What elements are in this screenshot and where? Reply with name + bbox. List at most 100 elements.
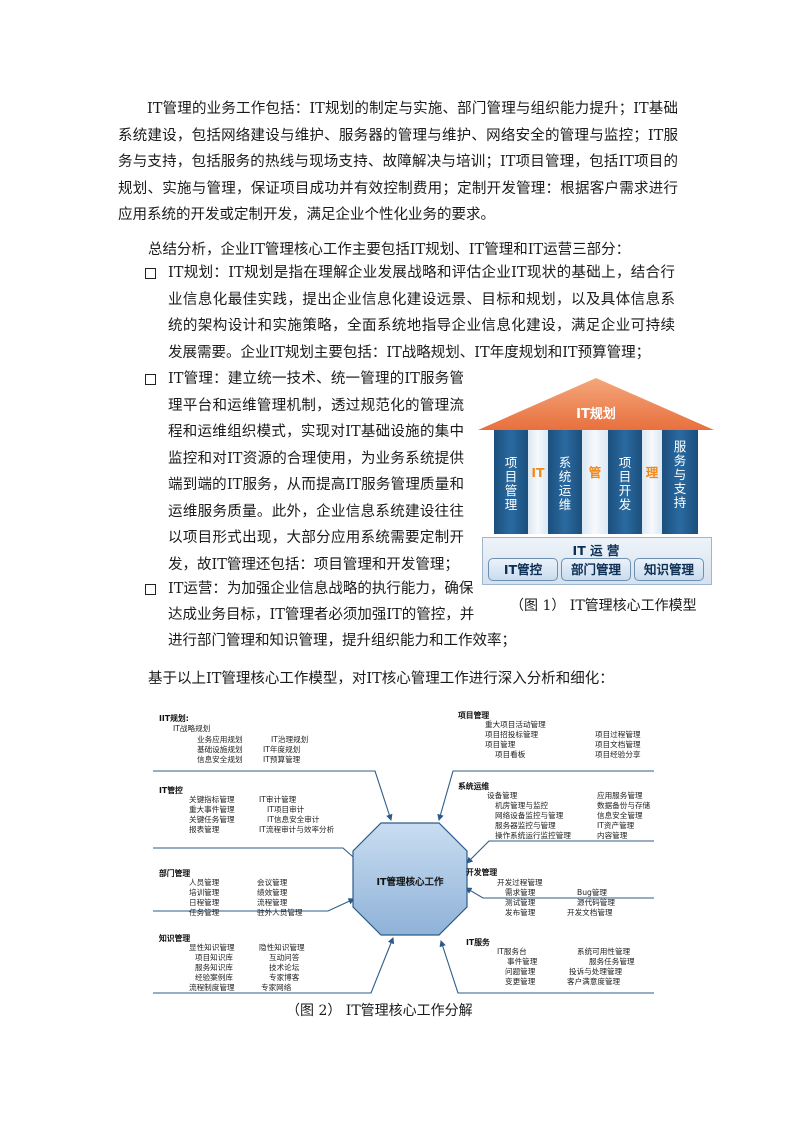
knowledge-mgmt-box: 知识管理 [634, 558, 704, 581]
project-item: 项目招投标管理 [485, 730, 539, 739]
dev-item: 开发过程管理 [497, 878, 543, 887]
base-label: IT 运 营 [572, 543, 620, 558]
column-label: 项目管理 [504, 455, 518, 512]
spacer-column: 管 [582, 430, 608, 534]
service-title: IT服务 [466, 938, 490, 947]
it-planning-item: IT战略规划 [173, 724, 211, 733]
bullet-it-operations-line2: 达成业务目标，IT管理者必须加强IT的管控，并 [168, 607, 475, 623]
service-item: 问题管理 [505, 967, 536, 976]
column-project-mgmt: 项目管理 [494, 430, 528, 534]
dept-item: 会议管理 [257, 878, 288, 887]
it-control-title: IT管控 [159, 786, 183, 795]
ops-item: 机房管理与监控 [495, 801, 549, 810]
dev-item: 源代码管理 [577, 898, 615, 907]
it-control-item: IT项目审计 [267, 805, 305, 814]
knowledge-item: 专家博客 [269, 973, 300, 982]
it-control-item: IT信息安全审计 [267, 815, 320, 824]
dept-item: 流程管理 [257, 898, 288, 907]
it-control-item: 关键任务管理 [189, 815, 235, 824]
project-item: 项目经验分享 [595, 750, 641, 759]
dept-item: 驻外人员管理 [257, 908, 303, 917]
spacer-column: IT [528, 430, 548, 534]
it-planning-title: IIT规划: [159, 714, 189, 723]
roof-shape [478, 378, 714, 430]
ops-item: 数据备份与存储 [597, 801, 651, 810]
roof-label: IT规划 [576, 407, 616, 422]
center-label: IT管理核心工作 [376, 877, 444, 888]
checkbox-bullet-icon [145, 584, 156, 595]
service-item: 客户满意度管理 [567, 977, 621, 986]
project-item: 项目看板 [495, 750, 526, 759]
ops-item: 应用服务管理 [597, 791, 643, 800]
bullet-it-operations-line1: IT运营：为加强企业信息战略的执行能力，确保 [168, 581, 474, 597]
spacer-label: 理 [645, 465, 659, 480]
bullet-it-operations-line3: 进行部门管理和知识管理，提升组织能力和工作效率； [168, 633, 516, 649]
bullet-it-planning: IT规划：IT规划是指在理解企业发展战略和评估企业IT现状的基础上，结合行业信息… [168, 265, 675, 361]
checkbox-bullet-icon [145, 268, 156, 279]
bullet-it-management: IT管理：建立统一技术、统一管理的IT服务管理平台和运维管理机制，透过规范化的管… [168, 371, 464, 573]
base-line: 基于以上IT管理核心工作模型，对IT核心管理工作进行深入分析和细化： [148, 671, 614, 687]
knowledge-item: 服务知识库 [195, 963, 233, 972]
dev-item: 需求管理 [505, 888, 536, 897]
dept-item: 任务管理 [189, 908, 220, 917]
ops-item: 操作系统运行监控管理 [495, 831, 571, 840]
service-item: 系统可用性管理 [577, 947, 631, 956]
it-planning-item: 业务应用规划 [197, 735, 243, 744]
column-label: 服务与支持 [673, 439, 687, 510]
service-item: 事件管理 [507, 957, 538, 966]
project-item: 项目文档管理 [595, 740, 641, 749]
spacer-label: IT [531, 465, 545, 480]
it-planning-item: 基础设施规划 [197, 745, 243, 754]
dept-title: 部门管理 [159, 869, 191, 878]
it-planning-item: IT治理规划 [271, 735, 309, 744]
ops-item: 内容管理 [597, 831, 628, 840]
figure1-caption: （图 1） IT管理核心工作模型 [510, 598, 697, 614]
knowledge-item: 经验案例库 [195, 973, 233, 982]
it-control-item: 报表管理 [189, 825, 220, 834]
column-service-support: 服务与支持 [662, 430, 698, 534]
it-planning-item: IT预算管理 [263, 755, 301, 764]
connector-lines [153, 770, 654, 994]
summary-line: 总结分析，企业IT管理核心工作主要包括IT规划、IT管理和IT运营三部分： [148, 242, 631, 258]
knowledge-item: 流程制度管理 [189, 983, 235, 992]
it-core-work-decomposition-figure: IT管理核心工作 IIT规划: IT战略规划 业务应用规划 IT治理规划 基础设… [153, 703, 654, 996]
it-planning-item: IT年度规划 [263, 745, 301, 754]
dev-item: 测试管理 [505, 898, 536, 907]
service-item: 服务任务管理 [589, 957, 635, 966]
column-label: 项目开发 [618, 455, 632, 512]
ops-title: 系统运维 [458, 782, 490, 791]
project-item: 项目过程管理 [595, 730, 641, 739]
ops-item: 设备管理 [487, 791, 518, 800]
dept-mgmt-box: 部门管理 [561, 558, 631, 581]
checkbox-bullet-icon [145, 374, 156, 385]
dept-item: 绩效管理 [257, 888, 288, 897]
intro-paragraph: IT管理的业务工作包括：IT规划的制定与实施、部门管理与组织能力提升；IT基础系… [118, 101, 678, 223]
spacer-label: 管 [588, 465, 602, 480]
ops-item: 信息安全管理 [597, 811, 643, 820]
knowledge-item: 专家网络 [261, 983, 292, 992]
dept-item: 培训管理 [189, 888, 220, 897]
knowledge-item: 项目知识库 [195, 953, 233, 962]
knowledge-item: 显性知识管理 [189, 943, 235, 952]
knowledge-item: 隐性知识管理 [259, 943, 305, 952]
it-control-item: 关键指标管理 [189, 795, 235, 804]
service-item: 变更管理 [505, 977, 536, 986]
knowledge-title: 知识管理 [159, 934, 191, 943]
dev-item: 发布管理 [505, 908, 536, 917]
dev-title: 开发管理 [466, 868, 498, 877]
dept-item: 人员管理 [189, 878, 220, 887]
ops-item: 网络设备监控与管理 [495, 811, 564, 820]
spacer-column: 理 [642, 430, 662, 534]
it-control-item: IT流程审计与效率分析 [259, 825, 335, 834]
dev-item: 开发文档管理 [567, 908, 613, 917]
it-planning-item: 信息安全规划 [197, 755, 243, 764]
knowledge-item: 互动问答 [269, 953, 300, 962]
column-project-dev: 项目开发 [608, 430, 642, 534]
service-item: IT服务台 [497, 947, 527, 956]
project-item: 项目管理 [485, 740, 516, 749]
dept-item: 日程管理 [189, 898, 220, 907]
it-control-item: IT审计管理 [259, 795, 297, 804]
ops-item: IT资产管理 [597, 821, 635, 830]
ops-item: 服务器监控与管理 [495, 821, 556, 830]
column-label: 系统运维 [558, 455, 572, 512]
